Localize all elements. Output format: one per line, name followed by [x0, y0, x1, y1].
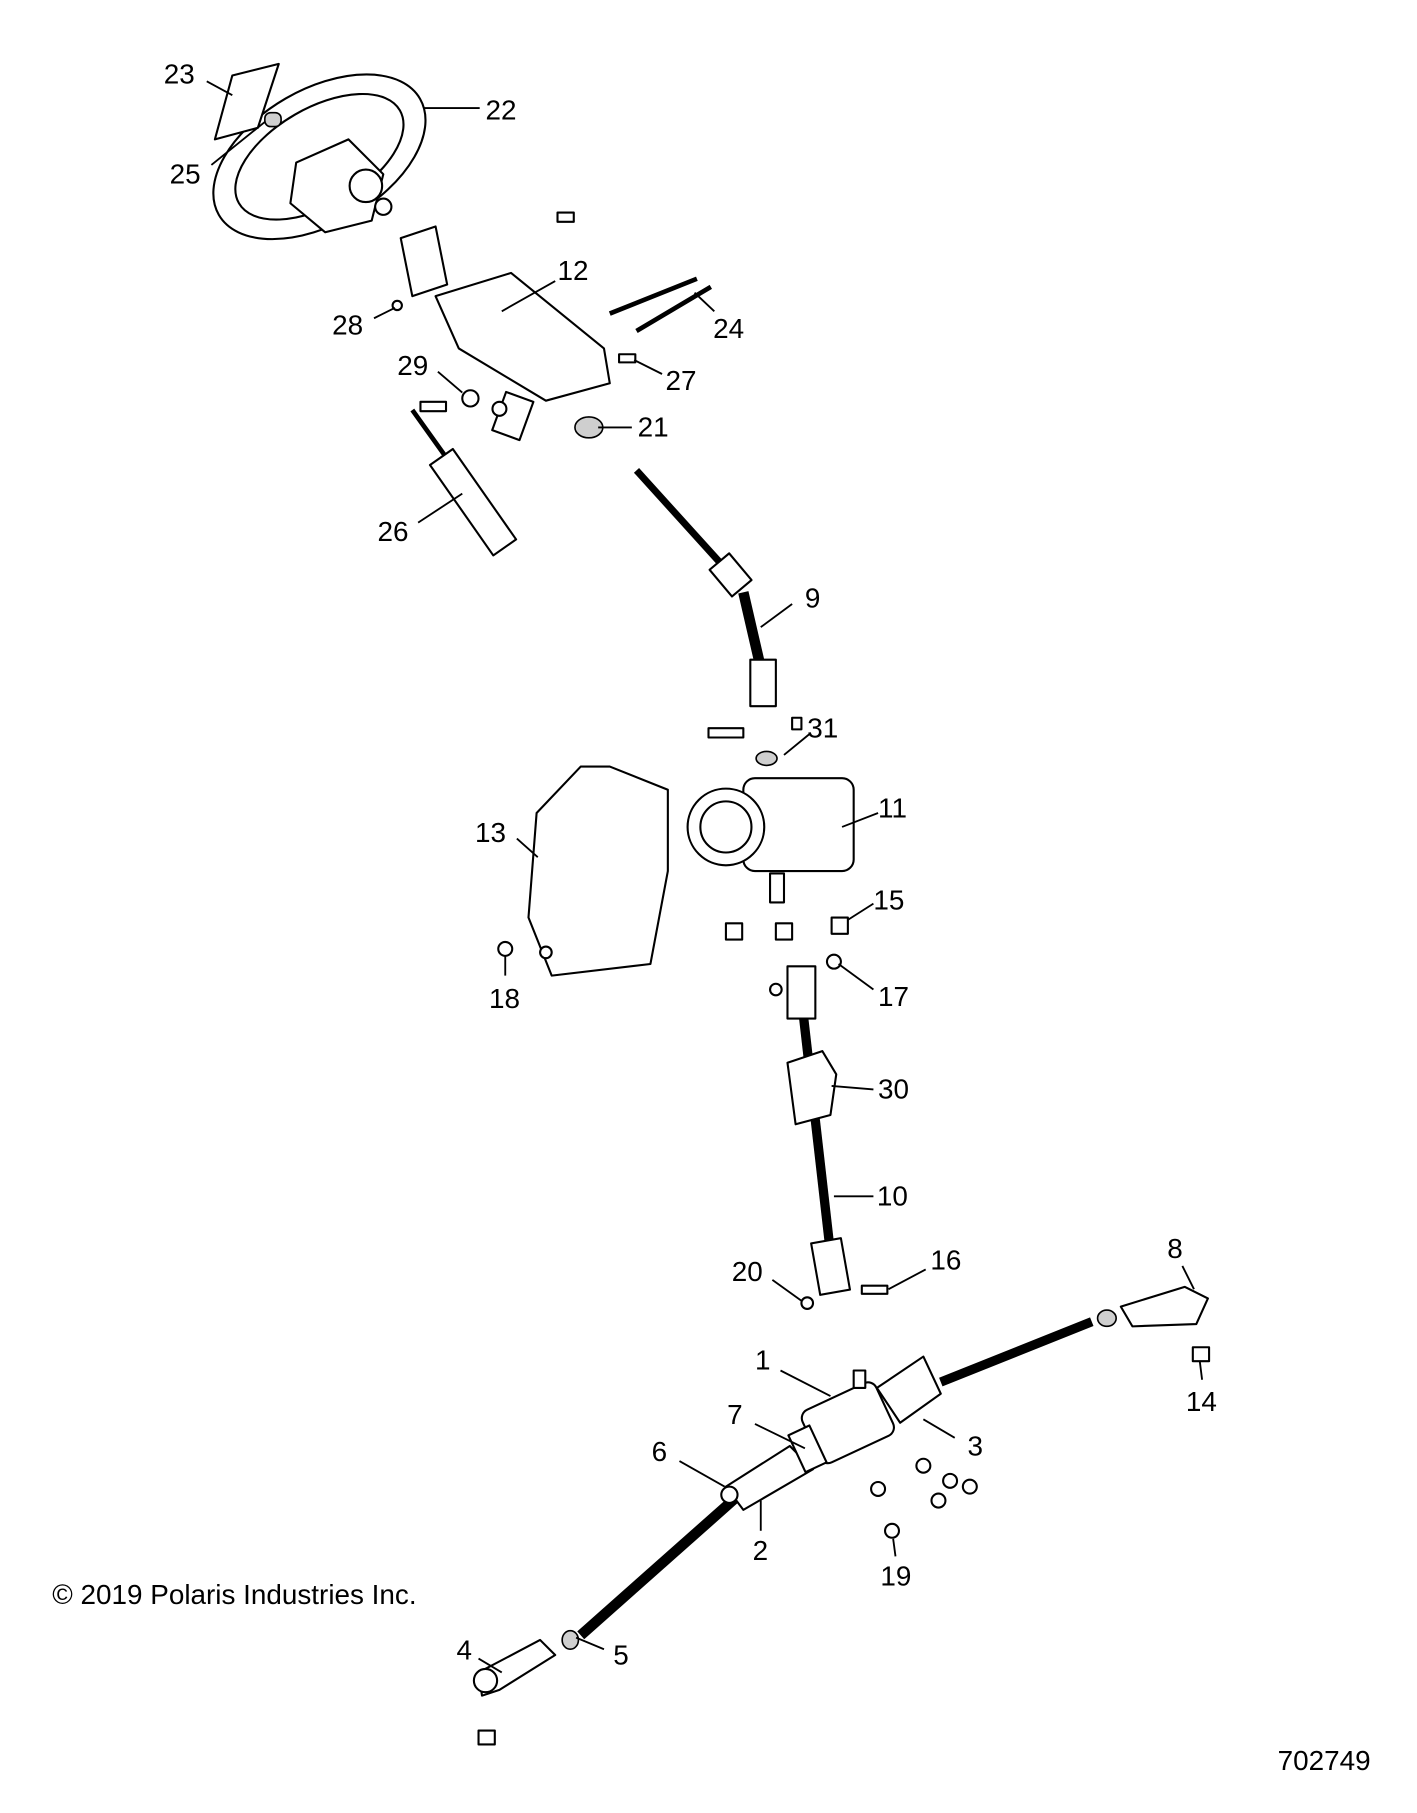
- steering-rack: [577, 1317, 1094, 1640]
- callout-labels: 23 22 25 12 28 24 27 29 21 26 9 31 11 13…: [164, 59, 1217, 1671]
- lower-steering-shaft: [769, 953, 889, 1310]
- callout-18: 18: [489, 983, 520, 1014]
- callout-5: 5: [613, 1639, 629, 1670]
- leader-lines: [206, 80, 1204, 1674]
- callout-1: 1: [755, 1344, 771, 1375]
- callout-28: 28: [332, 309, 363, 340]
- callout-12: 12: [558, 255, 589, 286]
- callout-20: 20: [732, 1256, 763, 1287]
- power-steering-unit: [686, 777, 855, 904]
- callout-16: 16: [930, 1244, 961, 1275]
- callout-22: 22: [486, 95, 517, 126]
- callout-2: 2: [753, 1535, 769, 1566]
- upper-steering-shaft: [633, 468, 803, 767]
- callout-7: 7: [727, 1399, 743, 1430]
- callout-26: 26: [377, 516, 408, 547]
- callout-19: 19: [880, 1560, 911, 1591]
- steering-wheel: [212, 73, 427, 241]
- callout-23: 23: [164, 59, 195, 90]
- callout-3: 3: [967, 1430, 983, 1461]
- unit-cover: [527, 765, 669, 977]
- parts-illustration: [212, 62, 1211, 1746]
- callout-15: 15: [873, 884, 904, 915]
- callout-14: 14: [1186, 1386, 1217, 1417]
- callout-10: 10: [877, 1181, 908, 1212]
- callout-4: 4: [456, 1635, 472, 1666]
- gas-strut: [410, 408, 518, 557]
- callout-29: 29: [397, 350, 428, 381]
- callout-24: 24: [713, 313, 744, 344]
- callout-8: 8: [1167, 1233, 1183, 1264]
- column-bracket: [374, 197, 611, 442]
- figure-number: 702749: [1278, 1745, 1371, 1776]
- callout-11: 11: [878, 793, 907, 824]
- copyright-notice: © 2019 Polaris Industries Inc.: [52, 1579, 416, 1610]
- callout-21: 21: [638, 412, 669, 443]
- callout-25: 25: [170, 159, 201, 190]
- callout-27: 27: [666, 365, 697, 396]
- callout-31: 31: [807, 713, 838, 744]
- callout-17: 17: [878, 981, 909, 1012]
- callout-30: 30: [878, 1074, 909, 1105]
- callout-9: 9: [805, 582, 821, 613]
- callout-6: 6: [652, 1436, 668, 1467]
- right-tie-rod-end: [1119, 1285, 1209, 1328]
- callout-13: 13: [475, 817, 506, 848]
